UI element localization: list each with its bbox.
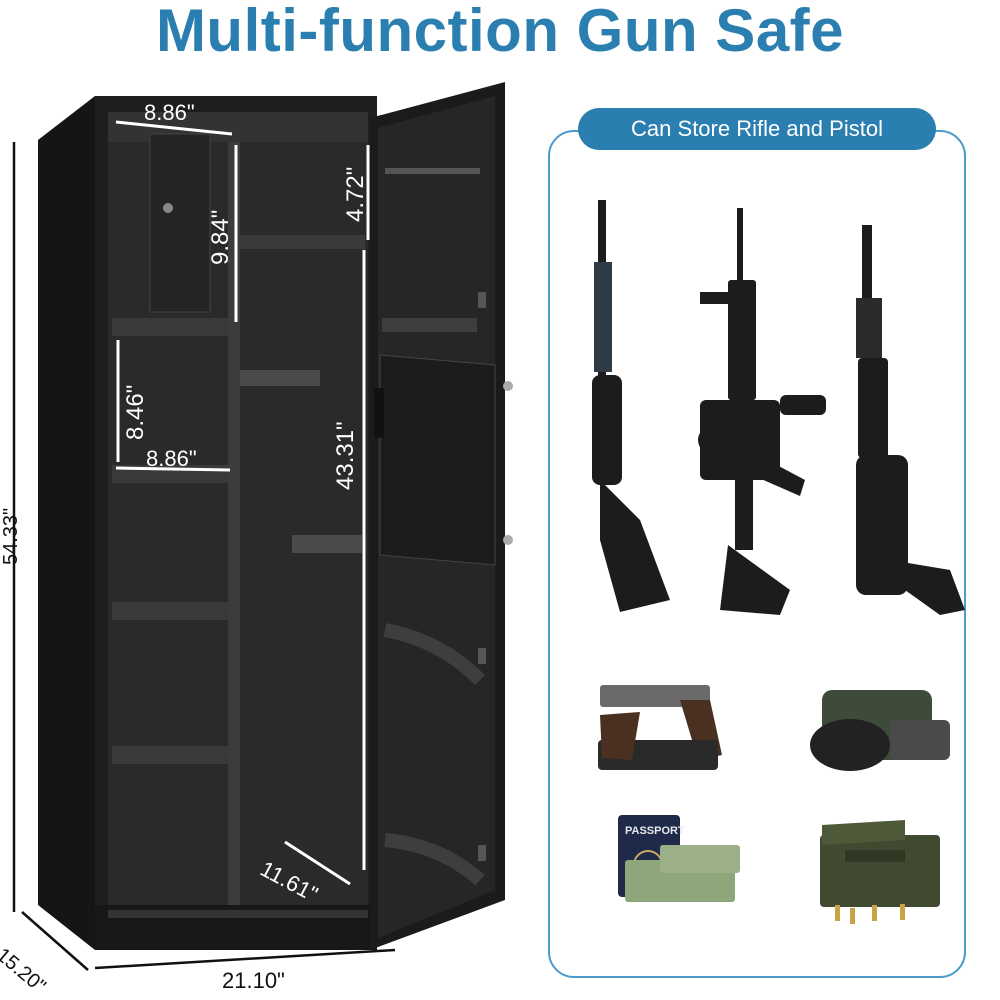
storage-panel-title: Can Store Rifle and Pistol [578, 108, 936, 150]
lock-box [149, 133, 211, 313]
page-title: Multi-function Gun Safe [155, 0, 845, 64]
divider [228, 142, 240, 932]
safe-side-panel [38, 96, 95, 950]
passport-label: PASSPORT [625, 825, 685, 837]
lock-key-icon [163, 203, 173, 213]
hinge-icon [503, 535, 513, 545]
passport-cash-icon [618, 815, 740, 902]
assault-rifle-icon [698, 208, 826, 615]
shelf [112, 602, 230, 620]
dimension-shelf-width: 8.86" [146, 446, 197, 471]
shelf [112, 318, 230, 336]
shelf [112, 746, 230, 764]
pump-shotgun-icon [592, 200, 670, 612]
dimension-total-width: 21.10" [222, 968, 285, 993]
gun-rack-bottom [292, 535, 362, 553]
door-pocket [379, 354, 496, 566]
tactical-gear-icon [810, 690, 950, 771]
gun-rack-top [240, 370, 320, 386]
ammo-box-icon [820, 820, 940, 924]
pistol-grip-shotgun-icon [856, 225, 965, 615]
hinge-icon [503, 381, 513, 391]
pistols-icon [598, 685, 722, 770]
dimension-top-width: 8.86" [144, 100, 195, 125]
door-handle [374, 388, 384, 438]
